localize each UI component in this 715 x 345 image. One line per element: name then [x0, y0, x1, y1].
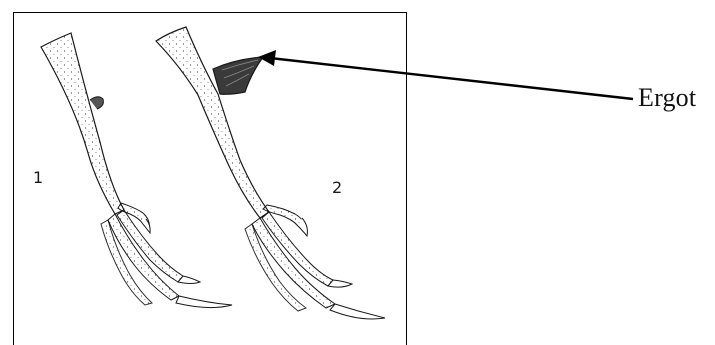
ergot-callout-arrow — [258, 50, 633, 99]
leg-1-spur-nub — [90, 97, 103, 109]
ergot-spur — [213, 57, 263, 94]
foot-label-1: 1 — [33, 168, 43, 187]
arrowhead — [258, 50, 276, 66]
foot-label-2: 2 — [332, 178, 342, 197]
ergot-label: Ergot — [638, 83, 696, 113]
leg-1-shank — [41, 33, 124, 214]
leg-2-shank — [156, 27, 269, 218]
leg-2: 2 — [156, 27, 385, 319]
